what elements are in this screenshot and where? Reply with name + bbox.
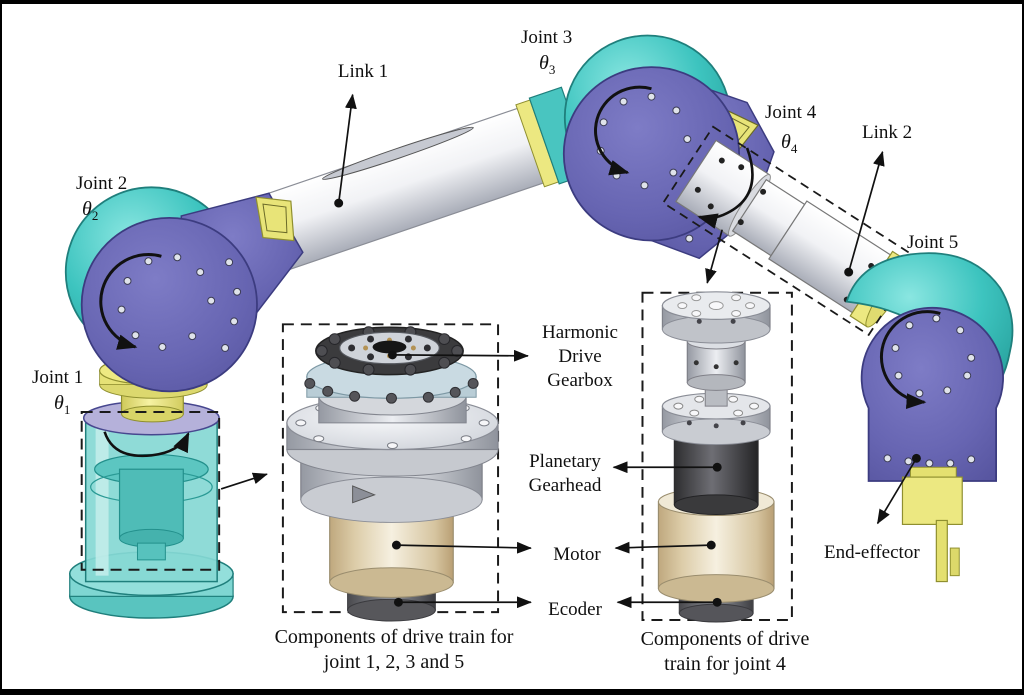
caption-drivetrain-1235: Components of drive train for joint 1, 2… xyxy=(274,626,514,673)
harmonic-drive-gearbox-label: Harmonic Drive Gearbox xyxy=(542,322,618,391)
joint1-dashed-box xyxy=(80,411,221,571)
arm-to-joint4-box-arrow xyxy=(705,229,723,284)
link2-arrow xyxy=(844,150,885,277)
link1-arrow xyxy=(334,93,357,208)
rotation-arrow-joint2 xyxy=(99,253,162,350)
caption-drivetrain-4: Components of drive train for joint 4 xyxy=(640,628,810,675)
harmonic-arrow xyxy=(387,349,529,362)
motor-arrow-right xyxy=(614,540,716,554)
planetary-arrow xyxy=(612,461,722,474)
end-effector-label: End-effector xyxy=(824,542,920,563)
motor-label: Motor xyxy=(553,544,601,565)
joint1-base xyxy=(68,400,234,619)
joint4-label: Joint 4 xyxy=(765,102,817,123)
joint4-theta: θ4 xyxy=(781,131,798,156)
joint3-label: Joint 3 xyxy=(521,27,573,48)
leader-arrows xyxy=(220,93,921,609)
link2-label: Link 2 xyxy=(862,122,913,143)
end-effector-shape xyxy=(901,466,963,583)
rotation-arrow-joint5 xyxy=(880,310,941,409)
base-to-assembly-arrow xyxy=(220,472,268,490)
link1-label: Link 1 xyxy=(337,61,389,82)
rotation-arrow-joint1 xyxy=(103,431,190,458)
rotation-arrow-joint3 xyxy=(594,85,652,176)
drivetrain-1235-assembly xyxy=(286,326,499,622)
joint2-housing xyxy=(64,186,304,393)
joint3-theta: θ3 xyxy=(539,52,556,77)
end-effector-arrow xyxy=(876,453,921,525)
joint2-theta: θ2 xyxy=(82,198,99,223)
encoder-label: Ecoder xyxy=(548,599,602,620)
drivetrain-4-assembly xyxy=(657,291,775,623)
motor-arrow-left xyxy=(391,540,532,554)
joint2-label: Joint 2 xyxy=(76,173,128,194)
joint5-housing xyxy=(845,252,1014,583)
joint5-label: Joint 5 xyxy=(907,232,959,253)
rotation-arrow-joint4 xyxy=(697,147,754,229)
encoder-arrow-left xyxy=(393,596,532,609)
planetary-gearhead-label: Planetary Gearhead xyxy=(528,451,602,496)
encoder-arrow-right xyxy=(616,596,722,609)
joint1-theta: θ1 xyxy=(54,392,71,417)
robot-arm-illustration xyxy=(64,34,1014,623)
joint1-label: Joint 1 xyxy=(32,367,84,388)
